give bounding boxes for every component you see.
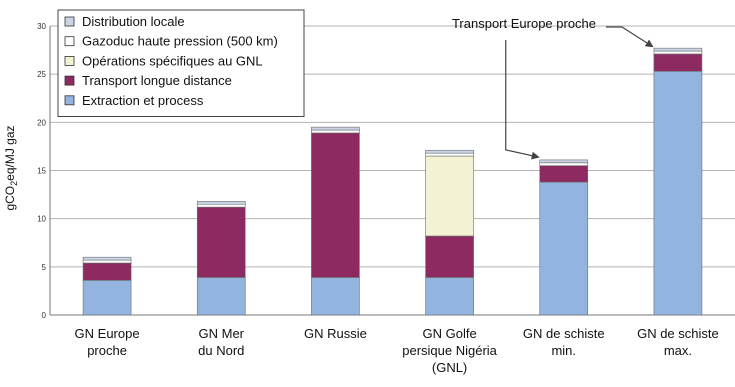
bar-segment <box>653 50 703 55</box>
category-label: du Nord <box>198 343 244 358</box>
bars <box>82 47 703 316</box>
annotation-arrow-min <box>505 40 540 160</box>
legend-swatch <box>64 75 75 86</box>
category-labels: GN Europe proche GN Mer du Nord GN Russie GN … <box>75 326 719 375</box>
bar-segment <box>311 132 360 278</box>
bar-segment <box>82 256 132 261</box>
y-tick-label: 30 <box>37 22 46 31</box>
bar-segment <box>539 181 589 316</box>
annotation-text: Transport Europe proche <box>452 16 596 31</box>
y-tick-label: 20 <box>37 118 46 127</box>
legend-label: Distribution locale <box>82 14 185 29</box>
legend-label: Extraction et process <box>82 93 204 108</box>
bar-segment <box>539 159 589 164</box>
bar-segment <box>653 70 703 316</box>
y-axis-label-sub: 2 <box>9 181 19 186</box>
bar-segment <box>425 149 474 154</box>
legend-label: Transport longue distance <box>82 73 232 88</box>
category-label: persique Nigéria <box>402 343 497 358</box>
bar-segment <box>425 155 474 237</box>
bar-segment <box>425 235 474 278</box>
category-label: proche <box>87 343 127 358</box>
bar-segment <box>82 280 132 316</box>
category-label: GN Golfe <box>422 326 476 341</box>
legend-swatch <box>64 56 75 66</box>
bar-segment <box>311 129 360 134</box>
legend-label: Opérations spécifiques au GNL <box>82 53 263 68</box>
y-axis-label-suffix: eq/MJ gaz <box>3 125 17 180</box>
category-label: GN de schiste <box>523 326 605 341</box>
category-label: (GNL) <box>432 360 467 375</box>
bar-segment <box>539 162 589 166</box>
legend-box <box>57 9 305 117</box>
y-axis-label-prefix: gCO <box>3 186 17 211</box>
legend-swatch <box>64 36 75 47</box>
bar-segment <box>425 277 474 316</box>
bar-segment <box>311 126 360 131</box>
y-axis: 0 5 10 15 20 25 30 <box>37 22 51 320</box>
category-label: min. <box>551 343 576 358</box>
category-label: GN Mer <box>199 326 245 341</box>
bar-segment <box>196 201 246 205</box>
y-tick-label: 15 <box>37 167 46 176</box>
bar-segment <box>311 277 360 316</box>
y-tick-label: 0 <box>42 311 47 320</box>
annotation: Transport Europe proche <box>452 16 654 160</box>
y-tick-label: 25 <box>37 70 46 79</box>
category-label: GN Europe <box>75 326 140 341</box>
annotation-arrow-max <box>606 26 654 48</box>
legend-label: Gazoduc haute pression (500 km) <box>82 34 278 49</box>
bar-segment <box>653 47 703 52</box>
bar-segment <box>196 277 246 316</box>
bar-segment <box>82 262 132 281</box>
bar-segment <box>425 152 474 157</box>
category-label: max. <box>664 343 692 358</box>
bar-segment <box>196 206 246 278</box>
bar-segment <box>196 203 246 208</box>
category-label: GN Russie <box>304 326 367 341</box>
legend-swatch <box>64 95 75 106</box>
bar-segment <box>82 259 132 264</box>
legend-swatch <box>64 16 75 27</box>
y-axis-label: gCO2eq/MJ gaz <box>3 125 19 210</box>
bar-segment <box>539 165 589 183</box>
y-tick-label: 5 <box>42 263 47 272</box>
category-label: GN de schiste <box>637 326 719 341</box>
bar-segment <box>653 53 703 72</box>
y-tick-label: 10 <box>37 215 46 224</box>
